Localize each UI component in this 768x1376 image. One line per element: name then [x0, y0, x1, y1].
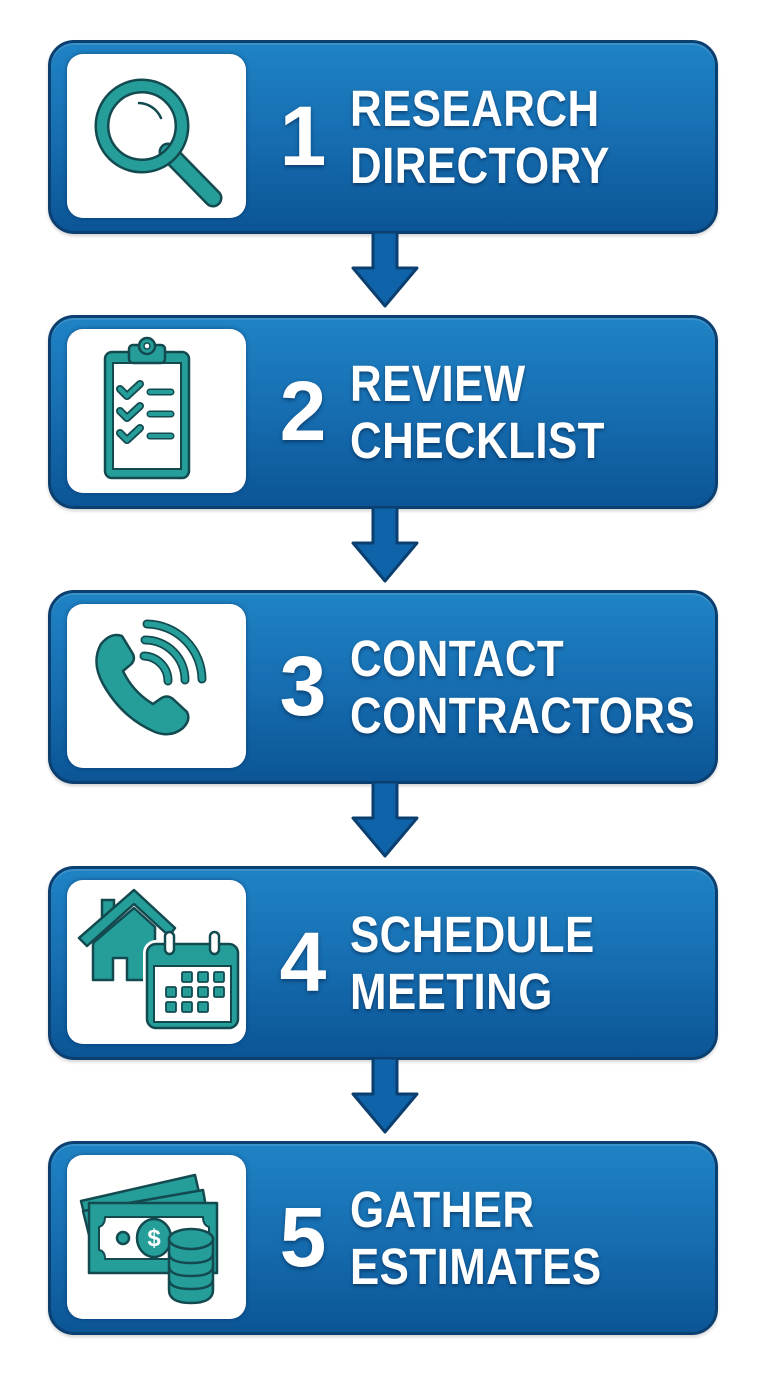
- step-5-gather-estimates: $ 5 GATHER ESTIMATES: [48, 1141, 718, 1335]
- step-1-research-directory: 1 RESEARCH DIRECTORY: [48, 40, 718, 234]
- arrow-down-icon: [350, 232, 420, 314]
- phone-ringing-icon: [95, 619, 207, 736]
- step-number: 3: [279, 639, 327, 733]
- step-title-line-2: ESTIMATES: [350, 1238, 602, 1295]
- step-title-line-1: GATHER: [350, 1181, 535, 1238]
- icon-tile: $: [67, 1155, 246, 1319]
- step-4-schedule-meeting: 4 SCHEDULE MEETING: [48, 866, 718, 1060]
- step-title-line-2: CHECKLIST: [350, 412, 605, 469]
- step-title-line-1: RESEARCH: [350, 80, 600, 137]
- step-title: REVIEW CHECKLIST: [350, 355, 711, 469]
- step-title-line-2: MEETING: [350, 963, 553, 1020]
- step-title: CONTACT CONTRACTORS: [350, 630, 711, 744]
- icon-tile: [67, 54, 246, 218]
- step-title-line-2: DIRECTORY: [350, 137, 610, 194]
- coin-stack-icon: [167, 1227, 215, 1305]
- step-2-review-checklist: 2 REVIEW CHECKLIST: [48, 315, 718, 509]
- clipboard-checklist-icon: [103, 336, 191, 480]
- arrow-down-icon: [350, 1058, 420, 1140]
- magnifying-glass-icon: [94, 78, 223, 208]
- step-number: 1: [279, 89, 327, 183]
- house-calendar-icon: [77, 888, 242, 1032]
- step-3-contact-contractors: 3 CONTACT CONTRACTORS: [48, 590, 718, 784]
- icon-tile: [67, 604, 246, 768]
- step-title: GATHER ESTIMATES: [350, 1181, 711, 1295]
- house-icon: [77, 888, 177, 982]
- step-title-line-1: SCHEDULE: [350, 906, 595, 963]
- arrow-down-icon: [350, 782, 420, 864]
- icon-tile: [67, 880, 246, 1044]
- step-number: 4: [279, 915, 327, 1009]
- step-title: SCHEDULE MEETING: [350, 906, 711, 1020]
- calendar-icon: [143, 930, 242, 1032]
- step-title: RESEARCH DIRECTORY: [350, 80, 711, 194]
- arrow-down-icon: [350, 507, 420, 589]
- step-title-line-1: REVIEW: [350, 355, 526, 412]
- icon-tile: [67, 329, 246, 493]
- step-number: 5: [279, 1190, 327, 1284]
- step-title-line-1: CONTACT: [350, 630, 565, 687]
- money-coins-icon: $: [79, 1173, 219, 1305]
- dollar-sign-icon: $: [147, 1225, 161, 1252]
- step-title-line-2: CONTRACTORS: [350, 687, 696, 744]
- step-number: 2: [279, 364, 327, 458]
